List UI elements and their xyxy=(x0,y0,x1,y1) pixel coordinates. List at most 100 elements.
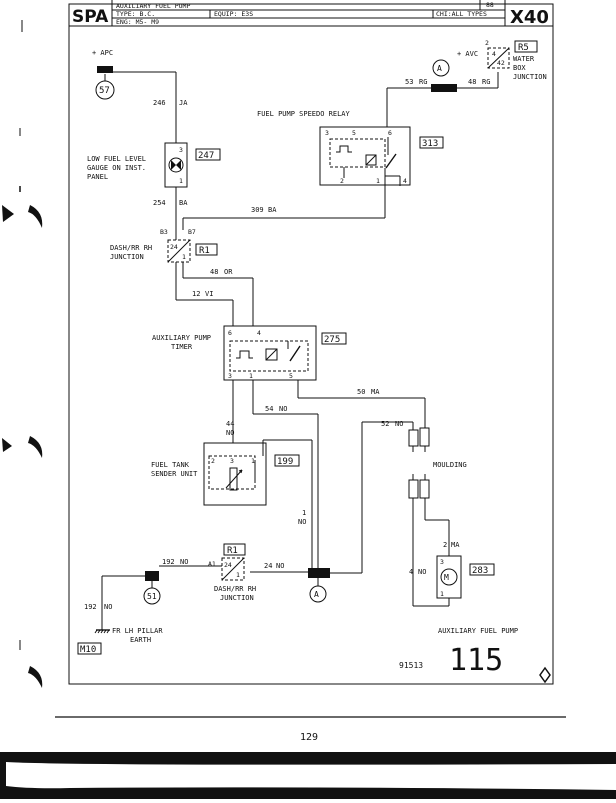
svg-text:EARTH: EARTH xyxy=(130,636,151,644)
svg-text:3: 3 xyxy=(440,558,444,566)
svg-text:R1: R1 xyxy=(227,546,238,556)
svg-text:51: 51 xyxy=(147,592,157,601)
header-title: AUXILIARY FUEL PUMP xyxy=(116,2,190,10)
svg-text:R1: R1 xyxy=(199,246,210,256)
svg-text:1: 1 xyxy=(182,253,186,261)
svg-text:4: 4 xyxy=(409,568,413,576)
header-year: 88 xyxy=(486,1,494,9)
avc-inline-connector xyxy=(431,84,457,92)
page-number: 129 xyxy=(300,732,318,743)
svg-text:1: 1 xyxy=(249,372,253,380)
svg-text:M10: M10 xyxy=(80,645,96,655)
svg-text:52: 52 xyxy=(381,420,389,428)
svg-text:275: 275 xyxy=(324,335,340,345)
svg-text:24: 24 xyxy=(170,243,178,251)
moulding-connector: MOULDING xyxy=(408,427,467,499)
svg-text:AUXILIARY FUEL PUMP: AUXILIARY FUEL PUMP xyxy=(438,627,518,635)
svg-text:FR LH PILLAR: FR LH PILLAR xyxy=(112,627,163,635)
svg-text:247: 247 xyxy=(198,151,214,161)
svg-text:1: 1 xyxy=(440,590,444,598)
svg-text:246: 246 xyxy=(153,99,166,107)
header-chi: CHI:ALL TYPES xyxy=(436,10,487,18)
svg-text:2: 2 xyxy=(485,39,489,47)
svg-text:BOX: BOX xyxy=(513,64,526,72)
svg-text:192: 192 xyxy=(162,558,175,566)
header-engine: ENG: M5- M9 xyxy=(116,18,159,26)
svg-text:6: 6 xyxy=(388,129,392,137)
svg-text:MA: MA xyxy=(371,388,380,396)
svg-text:FUEL TANK: FUEL TANK xyxy=(151,461,190,469)
svg-text:PANEL: PANEL xyxy=(87,173,108,181)
svg-text:JUNCTION: JUNCTION xyxy=(513,73,547,81)
svg-text:5: 5 xyxy=(352,129,356,137)
svg-text:5: 5 xyxy=(289,372,293,380)
svg-text:44: 44 xyxy=(226,420,234,428)
svg-text:1: 1 xyxy=(236,571,240,579)
component-283: M 3 1 283 AUXILIARY FUEL PUMP xyxy=(436,555,518,635)
diagram-frame xyxy=(68,3,554,685)
svg-text:WATER: WATER xyxy=(513,55,535,63)
svg-text:B7: B7 xyxy=(188,228,196,236)
svg-text:A: A xyxy=(437,64,442,73)
svg-text:JA: JA xyxy=(179,99,188,107)
svg-text:48: 48 xyxy=(468,78,476,86)
svg-text:4: 4 xyxy=(257,329,261,337)
svg-text:6: 6 xyxy=(228,329,232,337)
svg-text:RG: RG xyxy=(482,78,490,86)
component-r5: 2 4 42 R5 WATER BOX JUNCTION xyxy=(485,39,547,81)
svg-text:NO: NO xyxy=(226,429,234,437)
svg-text:3: 3 xyxy=(228,372,232,380)
component-199: 2 3 1 199 FUEL TANK SENDER UNIT xyxy=(151,442,300,506)
svg-text:1: 1 xyxy=(302,509,306,517)
component-313: FUEL PUMP SPEEDO RELAY 313 3 5 6 2 1 4 xyxy=(257,110,444,186)
header-type: TYPE: B.C. xyxy=(116,10,155,18)
component-247: 3 1 247 LOW FUEL LEVEL GAUGE ON INST. PA… xyxy=(87,142,221,188)
svg-text:2: 2 xyxy=(340,177,344,185)
svg-text:4: 4 xyxy=(403,177,407,185)
svg-text:3: 3 xyxy=(230,457,234,465)
svg-text:OR: OR xyxy=(224,268,233,276)
binder-holes xyxy=(2,20,43,688)
ground-connector-block xyxy=(308,568,330,578)
header-equip: EQUIP: E3S xyxy=(214,10,253,18)
svg-text:MOULDING: MOULDING xyxy=(433,461,467,469)
svg-text:12: 12 xyxy=(192,290,200,298)
svg-text:BA: BA xyxy=(268,206,277,214)
scan-edge-highlight xyxy=(6,762,616,790)
component-r1-bottom: 24 1 A1 R1 DASH/RR RH JUNCTION xyxy=(208,543,256,602)
svg-text:192: 192 xyxy=(84,603,97,611)
svg-text:GAUGE ON INST.: GAUGE ON INST. xyxy=(87,164,146,172)
svg-text:NO: NO xyxy=(418,568,426,576)
svg-text:283: 283 xyxy=(472,566,488,576)
wire-labels: 246 JA 53 RG 48 RG 254 BA 309 BA 48 OR 1… xyxy=(84,78,490,611)
svg-text:57: 57 xyxy=(99,86,110,96)
svg-text:BA: BA xyxy=(179,199,188,207)
svg-text:JUNCTION: JUNCTION xyxy=(220,594,254,602)
svg-text:53: 53 xyxy=(405,78,413,86)
avc-supply-label: + AVC xyxy=(457,50,478,58)
svg-text:A: A xyxy=(314,590,319,599)
svg-text:1: 1 xyxy=(251,457,255,465)
svg-text:DASH/RR RH: DASH/RR RH xyxy=(214,585,256,593)
svg-text:254: 254 xyxy=(153,199,166,207)
earth-connector-block xyxy=(145,571,159,581)
svg-text:1: 1 xyxy=(179,177,183,185)
diamond-mark-icon xyxy=(539,666,551,684)
circle-a-bottom: A xyxy=(309,585,327,603)
svg-text:RG: RG xyxy=(419,78,427,86)
svg-text:JUNCTION: JUNCTION xyxy=(110,253,144,261)
svg-text:NO: NO xyxy=(279,405,287,413)
svg-text:313: 313 xyxy=(422,139,438,149)
svg-text:DASH/RR RH: DASH/RR RH xyxy=(110,244,152,252)
svg-text:3: 3 xyxy=(325,129,329,137)
svg-text:48: 48 xyxy=(210,268,218,276)
svg-text:NO: NO xyxy=(180,558,188,566)
wires xyxy=(101,71,499,630)
circle-51: 51 xyxy=(143,587,161,605)
svg-text:4: 4 xyxy=(492,50,496,58)
svg-text:VI: VI xyxy=(205,290,213,298)
svg-text:NO: NO xyxy=(298,518,306,526)
svg-text:TIMER: TIMER xyxy=(171,343,193,351)
